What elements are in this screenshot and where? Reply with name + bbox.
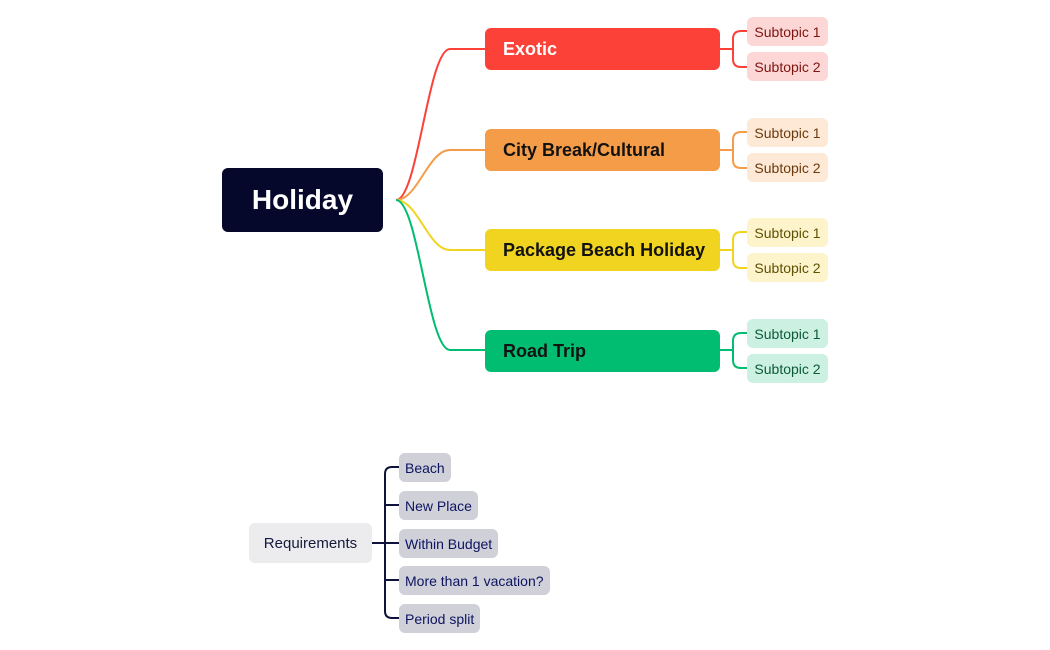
root-topic-holiday[interactable]: Holiday xyxy=(222,168,383,232)
subtopic-exotic-1[interactable]: Subtopic 1 xyxy=(747,17,828,46)
connector-line-exotic xyxy=(395,48,485,201)
subtopic-connectors-city-break xyxy=(720,131,747,169)
requirements-connectors xyxy=(372,466,399,619)
connector-line-city-break xyxy=(395,149,485,201)
subtopic-connectors-exotic xyxy=(720,30,747,68)
branch-package-beach-holiday[interactable]: Package Beach Holiday xyxy=(485,229,720,271)
requirement-within-budget[interactable]: Within Budget xyxy=(399,529,499,558)
subtopic-city-break-1[interactable]: Subtopic 1 xyxy=(747,118,828,147)
subtopic-exotic-2[interactable]: Subtopic 2 xyxy=(747,52,828,81)
connector-line-package-beach xyxy=(395,199,485,251)
requirements-topic[interactable]: Requirements xyxy=(249,523,372,563)
requirement-new-place[interactable]: New Place xyxy=(399,491,478,520)
connector-line-road-trip xyxy=(395,199,485,351)
subtopic-package-beach-2[interactable]: Subtopic 2 xyxy=(747,253,828,282)
subtopic-package-beach-1[interactable]: Subtopic 1 xyxy=(747,218,828,247)
branch-city-break-cultural[interactable]: City Break/Cultural xyxy=(485,129,720,171)
requirement-period-split[interactable]: Period split xyxy=(399,604,481,633)
subtopic-connectors-road-trip xyxy=(720,332,747,369)
requirement-beach[interactable]: Beach xyxy=(399,453,451,482)
subtopic-connectors-package-beach xyxy=(720,231,747,269)
subtopic-road-trip-1[interactable]: Subtopic 1 xyxy=(747,319,828,348)
requirement-more-than-1-vacation[interactable]: More than 1 vacation? xyxy=(399,566,550,595)
branch-road-trip[interactable]: Road Trip xyxy=(485,330,720,372)
branch-exotic[interactable]: Exotic xyxy=(485,28,720,70)
subtopic-road-trip-2[interactable]: Subtopic 2 xyxy=(747,354,828,383)
subtopic-city-break-2[interactable]: Subtopic 2 xyxy=(747,153,828,182)
